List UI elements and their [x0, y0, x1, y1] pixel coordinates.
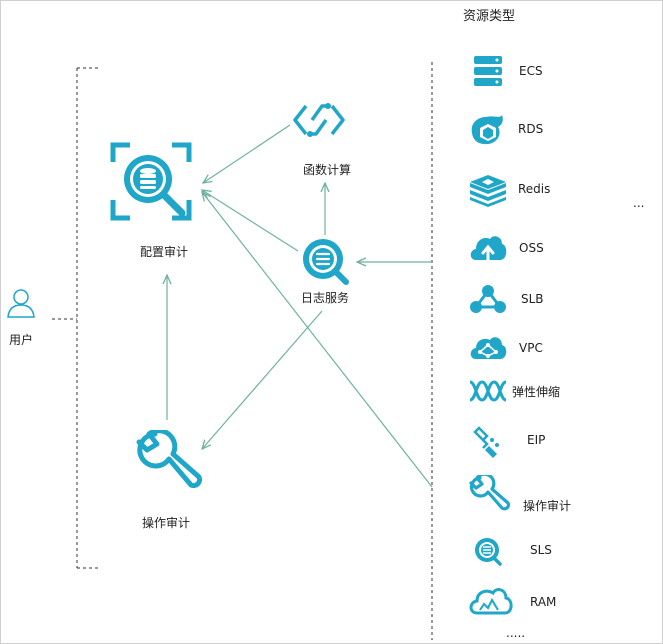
- redis-icon: [470, 175, 506, 207]
- action-trail-label: 操作审计: [142, 516, 191, 530]
- resource-item-label: RDS: [518, 122, 544, 136]
- resource-bottom-ellipsis: .....: [506, 626, 526, 640]
- resource-item-ecs[interactable]: ECS: [468, 55, 638, 89]
- slb-icon: [470, 285, 506, 313]
- user-icon: [7, 289, 35, 318]
- cloud-upload-icon: [470, 236, 507, 262]
- resource-item-label: OSS: [519, 241, 544, 255]
- resource-item-label: RAM: [530, 595, 557, 609]
- resource-item-oss[interactable]: OSS: [468, 232, 638, 266]
- arrow-log-to-config: [202, 190, 299, 252]
- arrow-resources-to-config: [202, 192, 433, 488]
- resource-types-title: 资源类型: [463, 9, 516, 24]
- config-audit-label: 配置审计: [140, 245, 189, 259]
- function-compute-label: 函数计算: [303, 163, 352, 177]
- log-service-icon[interactable]: [299, 236, 351, 288]
- autoscaling-icon: [469, 380, 507, 402]
- resource-item-eip[interactable]: EIP: [468, 424, 638, 458]
- resource-item-ram[interactable]: RAM: [468, 586, 638, 620]
- ram-icon: [469, 588, 513, 615]
- wrench-icon: [469, 475, 511, 511]
- resource-item-label: SLB: [521, 292, 544, 306]
- config-audit-icon[interactable]: [110, 142, 192, 222]
- user-bracket: [52, 67, 100, 569]
- resource-item-rds[interactable]: RDS: [468, 113, 638, 147]
- arrow-log-to-action: [202, 310, 323, 449]
- resource-item-label: VPC: [519, 341, 543, 355]
- resource-more-ellipsis: ...: [633, 196, 645, 210]
- resource-item-redis[interactable]: Redis: [468, 173, 638, 207]
- user-label: 用户: [9, 333, 34, 347]
- sls-icon: [475, 538, 502, 566]
- resource-item-action-trail[interactable]: 操作审计: [468, 475, 638, 513]
- eip-icon: [473, 426, 499, 458]
- resource-item-autoscaling[interactable]: 弹性伸缩: [468, 374, 638, 408]
- action-trail-icon[interactable]: [135, 430, 205, 496]
- resource-item-label: 操作审计: [523, 499, 572, 513]
- server-icon: [474, 56, 502, 86]
- resource-item-slb[interactable]: SLB: [468, 283, 638, 317]
- arrow-fc-to-config: [203, 124, 291, 183]
- resource-item-sls[interactable]: SLS: [468, 534, 638, 568]
- resource-item-label: EIP: [527, 433, 546, 447]
- rds-icon: [471, 115, 503, 145]
- resource-item-vpc[interactable]: VPC: [468, 332, 638, 366]
- resource-item-label: ECS: [519, 64, 543, 78]
- resource-item-label: SLS: [530, 543, 552, 557]
- function-compute-icon[interactable]: [292, 100, 346, 140]
- resource-item-label: 弹性伸缩: [512, 385, 561, 399]
- vpc-icon: [470, 337, 507, 359]
- log-service-label: 日志服务: [301, 291, 350, 305]
- resource-item-label: Redis: [518, 182, 551, 196]
